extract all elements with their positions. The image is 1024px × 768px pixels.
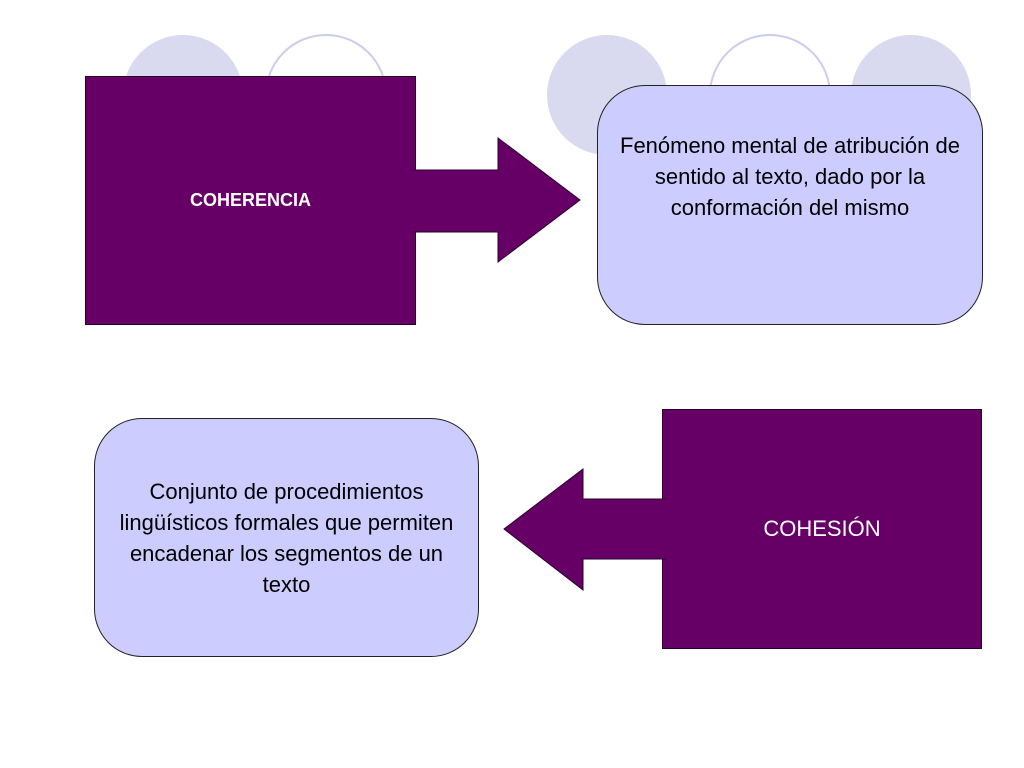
cohesion-box: COHESIÓN <box>662 409 982 649</box>
coherencia-box: COHERENCIA <box>85 76 416 325</box>
coherencia-definition-box: Fenómeno mental de atribución de sentido… <box>597 85 983 325</box>
coherencia-definition-text: Fenómeno mental de atribución de sentido… <box>620 133 960 220</box>
cohesion-label: COHESIÓN <box>763 516 881 541</box>
cohesion-definition-text: Conjunto de procedimientos lingüísticos … <box>119 478 454 597</box>
coherencia-label: COHERENCIA <box>189 190 311 210</box>
cohesion-definition-box: Conjunto de procedimientos lingüísticos … <box>94 418 479 657</box>
